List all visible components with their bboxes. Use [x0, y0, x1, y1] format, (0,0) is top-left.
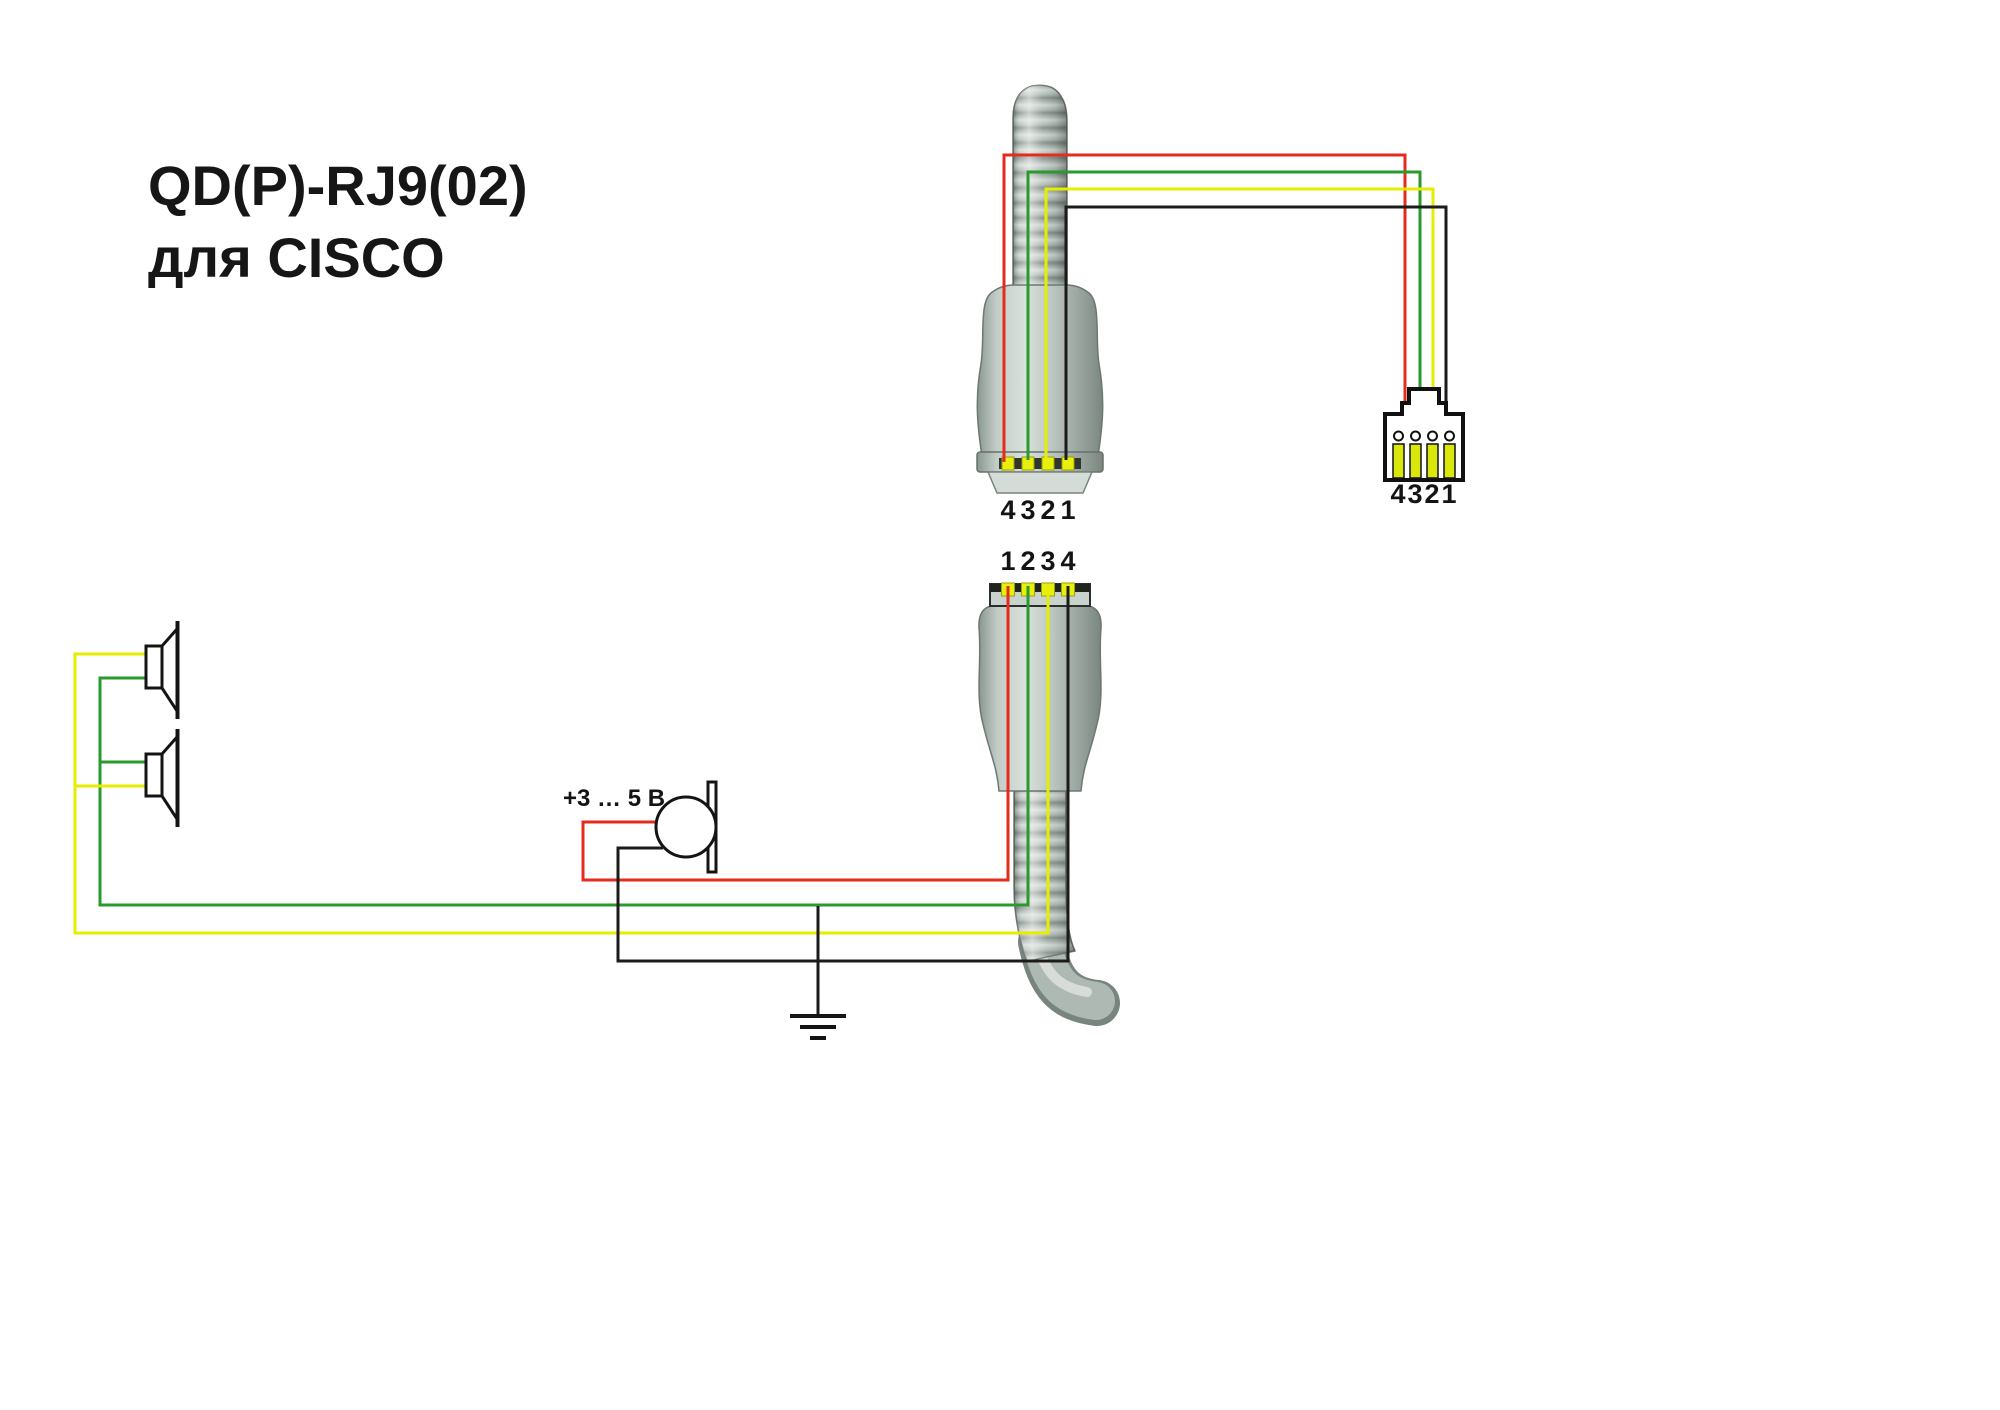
rj9-pin-4 [1392, 443, 1405, 479]
rj9-connector [1383, 387, 1465, 482]
wire-red-mic [581, 586, 1010, 882]
bottom-wires [73, 586, 1070, 1016]
middle-qd-body [978, 605, 1102, 792]
page-title: QD(P)-RJ9(02) для CISCO [148, 150, 528, 293]
wire-yellow-top [1044, 187, 1435, 460]
wire-green-speakers [98, 586, 1030, 907]
middle-qd-connector [978, 582, 1120, 1026]
top-qd-pin-label-4: 4 [1000, 495, 1015, 525]
wire-yellow-speakers [73, 586, 1050, 935]
top-wires [1002, 153, 1448, 462]
speaker-top [144, 621, 180, 719]
wire-black-common [616, 586, 1070, 963]
top-qd-pin-label-3: 3 [1020, 495, 1035, 525]
top-qd-contact-2 [1041, 456, 1055, 471]
top-qd-contact-1 [1061, 456, 1075, 471]
middle-qd-pin-label-1: 1 [1000, 546, 1015, 576]
speaker-bottom-cone [160, 733, 179, 825]
rj9-pin-2 [1426, 443, 1439, 479]
ground-symbol [790, 1014, 846, 1040]
top-qd-pin-label-2: 2 [1040, 495, 1055, 525]
speaker-bottom-driver [144, 752, 164, 798]
rj9-contact-dot-3 [1410, 430, 1421, 442]
rj9-contact-dot-2 [1427, 430, 1438, 442]
rj9-pin-3 [1409, 443, 1422, 479]
rj9-contact-dot-4 [1393, 430, 1404, 442]
middle-qd-pin-labels: 1 2 3 4 [1000, 546, 1075, 576]
mic-voltage-label: +3 … 5 В [563, 785, 665, 812]
rj9-pin-label-4: 4 [1390, 479, 1405, 509]
title-line-1: QD(P)-RJ9(02) [148, 154, 528, 217]
top-qd-pin-labels: 4 3 2 1 [1000, 495, 1075, 525]
middle-qd-pin-label-2: 2 [1020, 546, 1035, 576]
wire-black-top [1064, 205, 1448, 460]
rj9-contact-dot-1 [1444, 430, 1455, 442]
title-line-2: для CISCO [148, 225, 445, 289]
speaker-top-cone [160, 625, 179, 717]
speaker-bottom [144, 729, 180, 827]
rj9-pin-1 [1443, 443, 1456, 479]
top-qd-body [976, 284, 1104, 457]
rj9-pin-label-3: 3 [1407, 479, 1422, 509]
rj9-pin-labels: 4 3 2 1 [1390, 479, 1456, 509]
rj9-pin-label-1: 1 [1441, 479, 1456, 509]
microphone-capsule [654, 795, 718, 859]
top-qd-pin-label-1: 1 [1060, 495, 1075, 525]
speaker-top-driver [144, 644, 164, 690]
wire-green-top [1026, 170, 1422, 460]
rj9-pin-label-2: 2 [1424, 479, 1439, 509]
wire-red-top [1002, 153, 1407, 462]
middle-qd-pin-label-3: 3 [1040, 546, 1055, 576]
top-qd-contact-face [986, 471, 1094, 494]
top-qd-connector [976, 84, 1104, 494]
middle-qd-pin-label-4: 4 [1060, 546, 1075, 576]
middle-qd-contact-strip [990, 584, 1090, 592]
middle-qd-coiled-cable-shading [1014, 791, 1075, 961]
top-qd-contact-slot [999, 458, 1081, 469]
microphone [654, 780, 718, 874]
